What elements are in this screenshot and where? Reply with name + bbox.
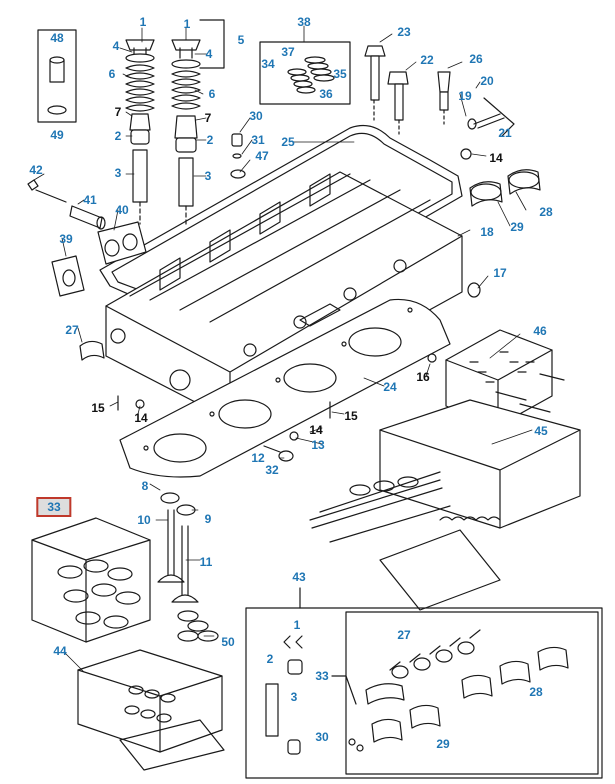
callout-8[interactable]: 8 <box>141 479 149 493</box>
kit-frame-43 <box>246 588 602 778</box>
bracket-5 <box>200 20 224 68</box>
head-bolts <box>365 46 514 136</box>
callout-kit-27[interactable]: 27 <box>397 628 411 642</box>
head-gasket <box>120 299 450 477</box>
callout-24[interactable]: 24 <box>383 380 397 394</box>
leader-lines <box>34 26 532 672</box>
callout-41[interactable]: 41 <box>83 193 97 207</box>
callout-16[interactable]: 16 <box>416 370 430 384</box>
callout-3-right[interactable]: 3 <box>204 169 212 183</box>
callout-47[interactable]: 47 <box>255 149 269 163</box>
callout-5[interactable]: 5 <box>237 33 245 47</box>
callout-15-left[interactable]: 15 <box>91 401 105 415</box>
seal-27-left <box>80 341 104 360</box>
callout-kit-33[interactable]: 33 <box>315 669 329 683</box>
callout-14-top[interactable]: 14 <box>489 151 503 165</box>
callout-25[interactable]: 25 <box>281 135 295 149</box>
callout-kit-29[interactable]: 29 <box>436 737 450 751</box>
callout-49[interactable]: 49 <box>50 128 64 142</box>
callout-11[interactable]: 11 <box>199 555 213 569</box>
callout-48[interactable]: 48 <box>50 31 64 45</box>
callout-44[interactable]: 44 <box>53 644 67 658</box>
callout-15-right[interactable]: 15 <box>344 409 358 423</box>
small-parts-30-31-47 <box>231 134 245 178</box>
callout-10[interactable]: 10 <box>137 513 151 527</box>
callout-9[interactable]: 9 <box>204 512 212 526</box>
callout-kit-28[interactable]: 28 <box>529 685 543 699</box>
callout-36[interactable]: 36 <box>319 87 333 101</box>
kit-box-48 <box>38 30 76 122</box>
callout-50[interactable]: 50 <box>221 635 235 649</box>
callout-14-left[interactable]: 14 <box>134 411 148 425</box>
callout-22[interactable]: 22 <box>420 53 434 67</box>
callout-46[interactable]: 46 <box>533 324 547 338</box>
callout-27-left[interactable]: 27 <box>65 323 79 337</box>
callout-37[interactable]: 37 <box>281 45 295 59</box>
callout-7-right[interactable]: 7 <box>204 111 212 125</box>
cam-bearings <box>461 149 540 206</box>
callout-30-top[interactable]: 30 <box>249 109 263 123</box>
valve-kit-box-45 <box>310 400 580 610</box>
callout-19[interactable]: 19 <box>458 89 472 103</box>
callout-34[interactable]: 34 <box>261 57 275 71</box>
callout-17[interactable]: 17 <box>493 266 507 280</box>
callout-4-left[interactable]: 4 <box>112 39 120 53</box>
callout-31[interactable]: 31 <box>251 133 265 147</box>
callout-6-left[interactable]: 6 <box>108 67 116 81</box>
callout-32[interactable]: 32 <box>265 463 279 477</box>
callout-3-left[interactable]: 3 <box>114 166 122 180</box>
callout-2-left[interactable]: 2 <box>114 129 122 143</box>
bearing-kit-box-33 <box>32 518 150 642</box>
callout-1-left[interactable]: 1 <box>139 15 147 29</box>
callout-kit-3[interactable]: 3 <box>290 690 298 704</box>
side-parts-left <box>28 180 146 296</box>
callout-12[interactable]: 12 <box>251 451 265 465</box>
callout-39[interactable]: 39 <box>59 232 73 246</box>
callout-7-left[interactable]: 7 <box>114 105 122 119</box>
callout-18[interactable]: 18 <box>480 225 494 239</box>
callout-kit-1[interactable]: 1 <box>293 618 301 632</box>
callout-29-top[interactable]: 29 <box>510 220 524 234</box>
callout-6-right[interactable]: 6 <box>208 87 216 101</box>
callout-40[interactable]: 40 <box>115 203 129 217</box>
callout-14-mid[interactable]: 14 <box>309 423 323 437</box>
callout-26[interactable]: 26 <box>469 52 483 66</box>
callout-35[interactable]: 35 <box>333 67 347 81</box>
callout-13[interactable]: 13 <box>311 438 325 452</box>
callout-45[interactable]: 45 <box>534 424 548 438</box>
callout-4-right[interactable]: 4 <box>205 47 213 61</box>
callout-2-right[interactable]: 2 <box>206 133 214 147</box>
callout-1-right[interactable]: 1 <box>183 17 191 31</box>
callout-33-highlighted[interactable]: 33 <box>36 497 72 517</box>
callout-42[interactable]: 42 <box>29 163 43 177</box>
valve-stack-right <box>172 40 200 226</box>
callout-kit-2[interactable]: 2 <box>266 652 274 666</box>
callout-43[interactable]: 43 <box>292 570 306 584</box>
seal-set-50 <box>178 631 198 641</box>
callout-21[interactable]: 21 <box>498 126 512 140</box>
callout-38[interactable]: 38 <box>297 15 311 29</box>
valve-stack-left <box>126 40 154 224</box>
callout-23[interactable]: 23 <box>397 25 411 39</box>
valves <box>158 493 218 641</box>
seal-kit-box-44 <box>78 650 224 770</box>
shim-kit-box-38 <box>260 42 350 104</box>
callout-kit-30[interactable]: 30 <box>315 730 329 744</box>
callout-20[interactable]: 20 <box>480 74 494 88</box>
callout-28-top[interactable]: 28 <box>539 205 553 219</box>
